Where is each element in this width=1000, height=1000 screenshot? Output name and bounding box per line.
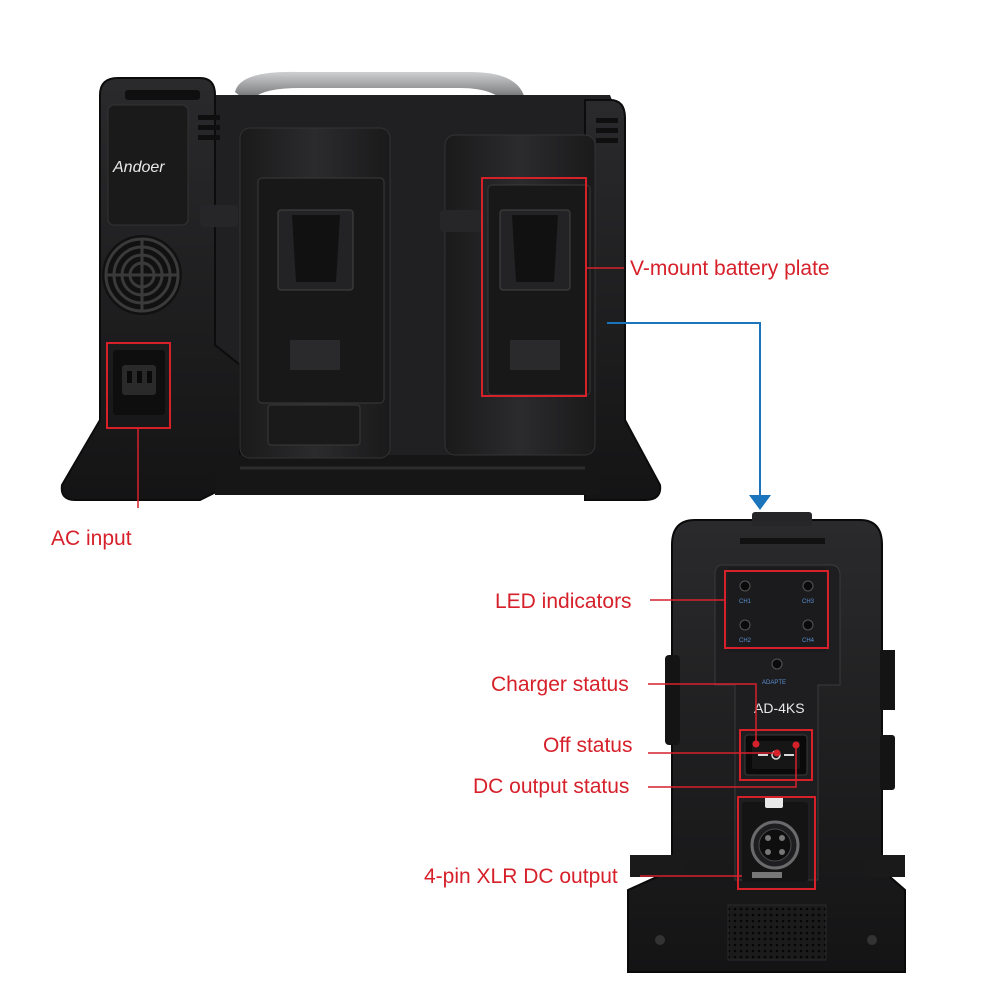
vmount-callout-label: V-mount battery plate (630, 257, 830, 280)
right-vmount-plate (440, 134, 596, 456)
led-label-ch3: CH3 (802, 599, 815, 605)
led-indicator-panel: CH1 CH3 CH2 CH4 (728, 567, 826, 652)
vmount-plate-highlight (481, 177, 587, 397)
dc-output-status-callout-label: DC output status (473, 775, 630, 798)
charger-status-callout-label: Charger status (491, 673, 629, 696)
model-label: AD-4KS (754, 700, 805, 716)
xlr-output-callout-label: 4-pin XLR DC output (424, 865, 618, 888)
charger-front-view: Andoer (60, 71, 662, 501)
brand-logo: Andoer (112, 159, 165, 176)
charger-status-led-icon (771, 658, 783, 670)
vmount-plate-detail: CH1 CH3 CH2 CH4 ADAPTE AD-4KS (627, 512, 906, 973)
led-ch3-icon (802, 580, 814, 592)
led-indicators-callout-label: LED indicators (495, 590, 632, 613)
vent-grille (727, 904, 827, 961)
switch-highlight (739, 729, 813, 781)
right-side-housing (584, 99, 662, 501)
led-ch2-icon (739, 619, 751, 631)
carry-handle (235, 71, 525, 110)
xlr-highlight (737, 796, 816, 890)
led-label-ch4: CH4 (802, 638, 815, 644)
zoom-arrow-icon (607, 322, 771, 510)
left-vmount-plate (200, 127, 391, 459)
off-status-callout-label: Off status (543, 734, 633, 757)
cooling-fan-icon (102, 235, 182, 315)
led-ch4-icon (802, 619, 814, 631)
led-indicators-highlight (724, 570, 829, 649)
ac-input-socket (113, 350, 165, 415)
ac-input-callout-label: AC input (51, 527, 132, 550)
charger-callout-line (648, 683, 757, 742)
brand-label: ADAPTE (762, 680, 786, 686)
led-label-ch2: CH2 (739, 638, 752, 644)
led-label-ch1: CH1 (739, 599, 752, 605)
led-ch1-icon (739, 580, 751, 592)
xlr-connector-icon (742, 796, 808, 882)
dc-output-callout-line (648, 746, 797, 788)
